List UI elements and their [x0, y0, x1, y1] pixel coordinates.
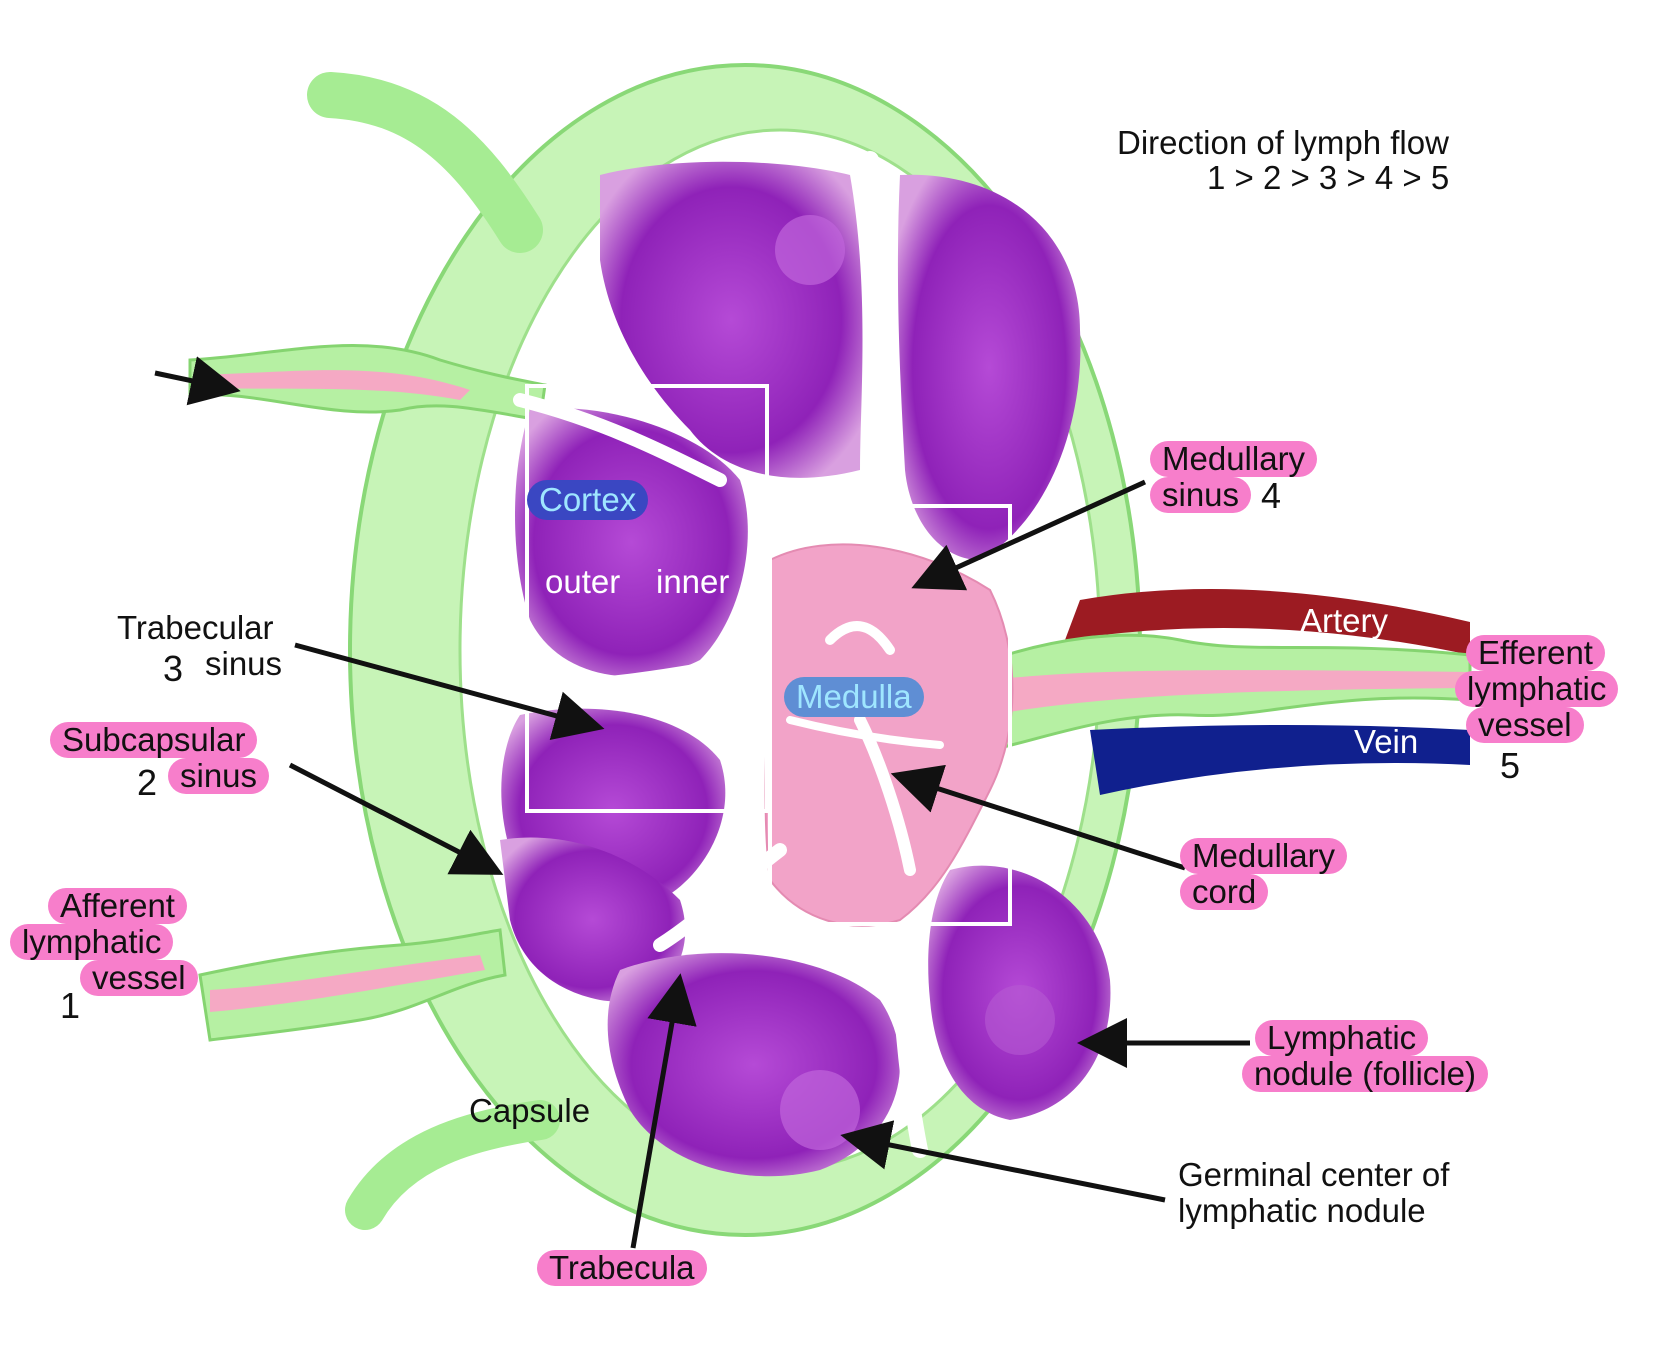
arrow-subcapsular-sinus: [288, 762, 504, 875]
subcapsular-sinus-label-2: sinus: [168, 758, 270, 794]
germinal-center-label-2: lymphatic nodule: [1178, 1192, 1426, 1229]
efferent-label-1: Efferent: [1466, 635, 1605, 671]
medulla-label: Medulla: [784, 677, 924, 717]
cortex-outer-label: outer: [545, 563, 621, 600]
trabecular-sinus-label-2: sinus: [205, 645, 283, 682]
subcapsular-sinus-label-1: Subcapsular: [50, 722, 258, 758]
subcapsular-sinus-number: 2: [137, 762, 158, 803]
medullary-sinus-label-1: Medullary: [1150, 441, 1318, 477]
follicles: [500, 161, 1111, 1177]
artery-label: Artery: [1300, 602, 1389, 639]
arrow-medullary-sinus: [911, 479, 1147, 591]
medullary-cord-label-2: cord: [1180, 874, 1269, 910]
trabeculae: [502, 151, 928, 1158]
arrow-germinal-center: [840, 1120, 1166, 1203]
flow-title: Direction of lymph flow: [1117, 124, 1449, 161]
cortex-box: [525, 384, 769, 813]
cortex-label: Cortex: [527, 480, 649, 520]
efferent-label-2: lymphatic: [1455, 671, 1619, 707]
afferent-label-1: Afferent: [48, 888, 187, 924]
arrow-trabecular-sinus: [294, 642, 605, 740]
afferent-label-3: vessel: [80, 960, 198, 996]
efferent-number: 5: [1500, 745, 1521, 786]
medullary-cord-label-1: Medullary: [1180, 838, 1348, 874]
lymphatic-nodule-label-2: nodule (follicle): [1242, 1056, 1488, 1092]
arrow-trabecula: [630, 973, 697, 1249]
medullary-sinus-label-2: sinus: [1150, 477, 1252, 513]
afferent-number: 1: [60, 985, 81, 1026]
medullary-sinus-number: 4: [1261, 475, 1282, 516]
vein-label: Vein: [1354, 723, 1419, 760]
trabecular-sinus-number: 3: [163, 648, 184, 689]
afferent-vessels: [188, 343, 547, 1042]
pointer-arrows: [154, 356, 1250, 1249]
capsule-label: Capsule: [469, 1092, 591, 1129]
flow-sequence: 1 > 2 > 3 > 4 > 5: [1207, 159, 1450, 196]
medulla-box: [768, 504, 1012, 926]
lymphatic-nodule-label-1: Lymphatic: [1255, 1020, 1429, 1056]
germinal-center-label-1: Germinal center of: [1178, 1156, 1450, 1193]
arrow-medullary-cord: [890, 764, 1186, 871]
cortex-inner-label: inner: [656, 563, 730, 600]
trabecular-sinus-label-1: Trabecular: [117, 609, 274, 646]
afferent-label-2: lymphatic: [10, 924, 174, 960]
blood-vessels: [1065, 589, 1470, 795]
trabecula-label: Trabecula: [537, 1250, 707, 1286]
efferent-label-3: vessel: [1466, 707, 1584, 743]
arrow-afferent-entry: [154, 356, 241, 406]
